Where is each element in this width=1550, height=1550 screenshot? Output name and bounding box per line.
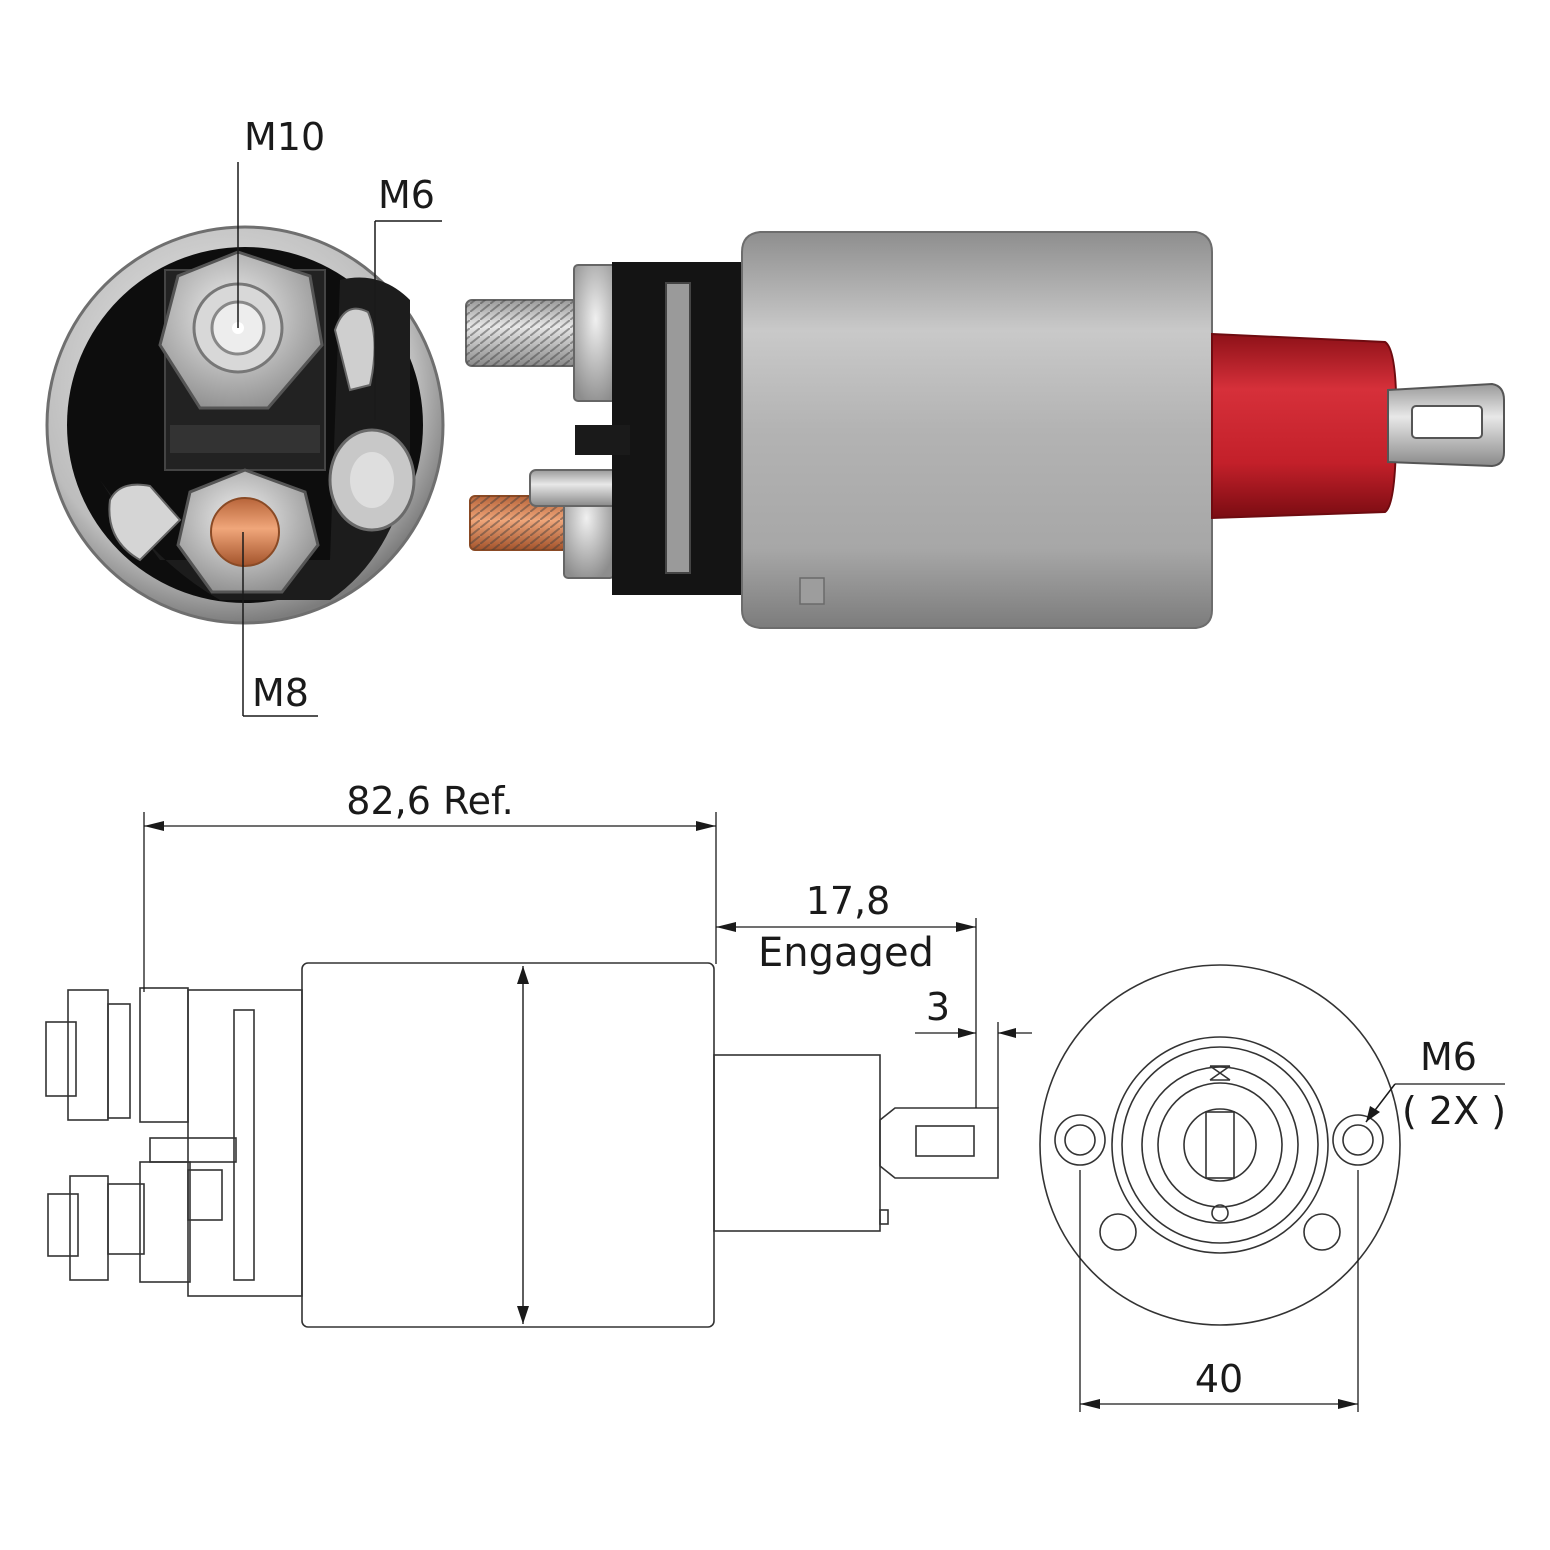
diameter-arrow-top [517,966,529,984]
end-view-callouts: M10 M6 M8 [237,115,442,717]
boss-ring-3 [1141,1066,1299,1224]
side-drawing-dimensions: 82,6 Ref. 17,8 Engaged 3 [143,779,1032,1108]
hole-spacing-label: 40 [1195,1357,1243,1401]
body-pin [799,577,825,605]
rivet-right [1303,1213,1341,1251]
mount-hole-right-outer [1332,1114,1384,1166]
m6-tab [333,307,376,392]
end-view-drawing [1039,964,1401,1326]
bracket-slot [170,425,320,453]
m8-copper-stud [210,497,280,567]
end-drawing-dimensions: 40 M6 ( 2X ) [1079,1035,1506,1412]
cap-bracket-drawing [233,1009,255,1281]
mount-hole-right [1342,1124,1374,1156]
lower-thread-drawing [47,1193,79,1257]
plunger-tab-end [1205,1111,1235,1179]
label-m10: M10 [244,115,325,159]
plunger-slot-drawing [915,1125,975,1157]
label-m6-photo: M6 [378,173,435,217]
m6-thread-label: M6 [1420,1035,1477,1079]
quantity-label: ( 2X ) [1402,1089,1506,1133]
cap-tab [575,425,630,455]
small-stud-drawing [149,1137,237,1163]
engaged-label: Engaged [758,930,934,976]
boss-ring-2 [1121,1046,1319,1244]
lower-shank-drawing [107,1183,145,1255]
end-view-photo [45,225,445,625]
body-drawing [301,962,715,1328]
overall-length-label: 82,6 Ref. [346,779,513,823]
rivet-left [1099,1213,1137,1251]
mount-hole-left [1064,1124,1096,1156]
red-plunger-cap [1211,332,1398,520]
upper-outer-nut-drawing [67,989,109,1121]
gap-label: 3 [926,985,950,1029]
flange-outline [1039,964,1401,1326]
diameter-arrow-bottom [517,1306,529,1324]
upper-washer-drawing [107,1003,131,1119]
bottom-stud-thread [470,496,574,550]
plunger-face [1183,1108,1257,1182]
mount-hole-left-outer [1054,1114,1106,1166]
lower-outer-nut-drawing [69,1175,109,1281]
m6-stud-face [350,452,394,508]
m8-tab [108,483,182,562]
small-stud-nut-drawing [187,1169,223,1221]
cap-bracket [665,282,691,574]
index-mark [1209,1065,1231,1081]
side-view-drawing [45,962,999,1328]
cap-shadow [100,277,410,600]
plunger-boss-drawing [713,1054,881,1232]
terminal-cap-drawing [187,989,303,1297]
side-view-photo [465,231,1505,629]
label-m8: M8 [252,671,309,715]
small-pin-end [1211,1204,1229,1222]
engaged-travel-label: 17,8 [806,879,891,923]
boss-pin-drawing [879,1209,889,1225]
boss-ring-4 [1157,1082,1283,1208]
plunger-drawing [879,1107,999,1179]
silver-solenoid-body [741,231,1213,629]
upper-thread-drawing [45,1021,77,1097]
top-stud-thread [466,300,586,366]
plunger-tab-slot [1411,405,1483,439]
lower-inner-nut-drawing [139,1161,191,1283]
upper-inner-nut-drawing [139,987,189,1123]
boss-outer-ring [1111,1036,1329,1254]
